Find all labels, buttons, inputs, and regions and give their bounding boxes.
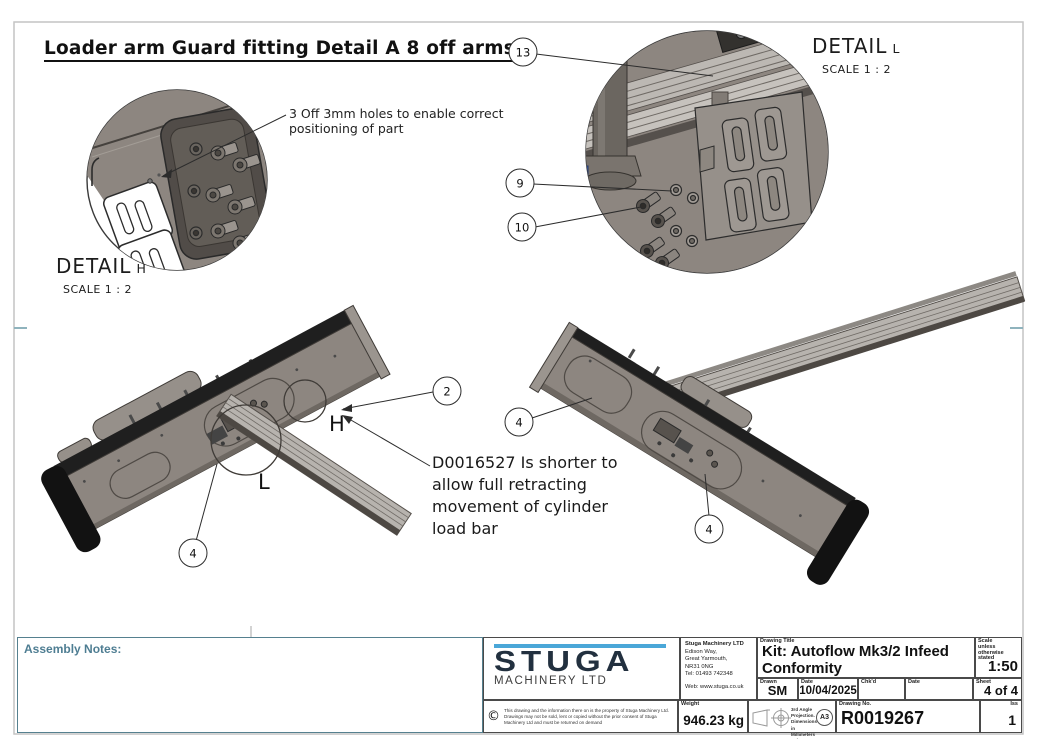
leader-line-holes bbox=[162, 114, 287, 177]
address-line: NR31 0NG bbox=[685, 663, 714, 670]
drawing-no-value: R0019267 bbox=[841, 708, 925, 728]
drawing-title-cell: Drawing Title Kit: Autoflow Mk3/2 Infeed… bbox=[757, 637, 975, 678]
balloon-13: 13 bbox=[508, 37, 538, 67]
drawing-title-label: Drawing Title bbox=[760, 638, 795, 644]
weight-value: 946.23 kg bbox=[683, 713, 744, 728]
detail-l-scale: SCALE 1 : 2 bbox=[822, 63, 891, 76]
detail-l-word: DETAIL bbox=[812, 34, 888, 58]
detail-h-label: DETAIL H bbox=[56, 254, 146, 278]
scale-cell: Scale unless otherwise stated 1:50 bbox=[975, 637, 1022, 678]
shorter-note-line1: D0016527 Is shorter to bbox=[432, 453, 618, 472]
detail-l-marker-circle bbox=[210, 404, 282, 476]
date2-label: Date bbox=[908, 679, 920, 685]
shorter-note-line2: allow full retracting bbox=[432, 475, 587, 494]
company-name: Stuga Machinery LTD bbox=[685, 641, 744, 647]
assembly-notes-label: Assembly Notes: bbox=[24, 642, 122, 656]
leader-line-2 bbox=[342, 391, 434, 410]
date-label: Date bbox=[801, 679, 813, 685]
address-cell: Stuga Machinery LTD Edison Way, Great Ya… bbox=[680, 637, 757, 700]
drawing-no-label: Drawing No. bbox=[839, 701, 872, 707]
drawn-cell: Drawn SM bbox=[757, 678, 798, 700]
balloon-4-right-lower: 4 bbox=[694, 514, 724, 544]
stuga-logo-subtitle: MACHINERY LTD bbox=[494, 675, 608, 687]
projection-note: 3rd Angle Projection. Dimensions in Mill… bbox=[791, 707, 818, 739]
right-arm-view bbox=[528, 271, 1026, 585]
detail-h-letter: H bbox=[136, 261, 146, 276]
projection-cell: 3rd Angle Projection. Dimensions in Mill… bbox=[748, 700, 836, 739]
detail-h-scale: SCALE 1 : 2 bbox=[63, 283, 132, 296]
balloon-9: 9 bbox=[505, 168, 535, 198]
date-value: 10/04/2025 bbox=[799, 685, 857, 697]
leader-line-13 bbox=[535, 53, 714, 77]
address-line: Edison Way, bbox=[685, 648, 717, 655]
leader-line-10 bbox=[534, 206, 642, 228]
balloon-4-left: 4 bbox=[178, 538, 208, 568]
sheet-cell: Sheet 4 of 4 bbox=[973, 678, 1022, 700]
leader-line-9 bbox=[532, 183, 673, 192]
leader-line-4-left bbox=[195, 463, 218, 542]
detail-h-marker-circle bbox=[283, 379, 327, 423]
iss-cell: Iss 1 bbox=[980, 700, 1022, 733]
leader-line-4-right-upper bbox=[531, 397, 593, 419]
sheet-value: 4 of 4 bbox=[984, 683, 1018, 698]
sheet-label: Sheet bbox=[976, 679, 991, 685]
drawn-value: SM bbox=[767, 683, 788, 698]
date-cell: Date 10/04/2025 bbox=[798, 678, 858, 700]
logo-cell: STUGA MACHINERY LTD bbox=[483, 637, 680, 700]
balloon-2: 2 bbox=[432, 376, 462, 406]
view-marker-l: L bbox=[258, 470, 270, 494]
detail-l-view bbox=[532, 30, 829, 274]
drawing-main-title: Loader arm Guard fitting Detail A 8 off … bbox=[44, 38, 515, 62]
holes-annotation-line1: 3 Off 3mm holes to enable correct bbox=[289, 106, 504, 121]
detail-l-label: DETAIL L bbox=[812, 34, 900, 58]
shorter-note-line4: load bar bbox=[432, 519, 498, 538]
drawn-label: Drawn bbox=[760, 679, 777, 685]
shorter-part-note: D0016527 Is shorter to allow full retrac… bbox=[432, 452, 618, 540]
drawing-title-value: Kit: Autoflow Mk3/2 Infeed Conformity bbox=[762, 643, 949, 677]
extrusion-rail-left bbox=[216, 393, 412, 536]
address-phone: Tel: 01493 742348 bbox=[685, 671, 733, 678]
address-line: Great Yarmouth, bbox=[685, 656, 728, 663]
detail-h-word: DETAIL bbox=[56, 254, 132, 278]
chkd-cell: Chk'd bbox=[858, 678, 905, 700]
copyright-cell: © This drawing and the information there… bbox=[483, 700, 678, 733]
balloon-4-right-upper: 4 bbox=[504, 407, 534, 437]
chkd-label: Chk'd bbox=[861, 679, 877, 685]
iss-value: 1 bbox=[1008, 712, 1016, 728]
detail-l-letter: L bbox=[892, 41, 900, 56]
copyright-symbol: © bbox=[487, 709, 500, 724]
stuga-logo-bar bbox=[494, 644, 666, 648]
scale-label: Scale unless otherwise stated bbox=[978, 638, 1004, 662]
holes-annotation: 3 Off 3mm holes to enable correct positi… bbox=[289, 106, 503, 136]
holes-annotation-line2: positioning of part bbox=[289, 121, 404, 136]
leader-line-note bbox=[343, 415, 431, 467]
stuga-logo: STUGA bbox=[494, 644, 635, 678]
iss-label: Iss bbox=[1010, 701, 1018, 707]
leader-line-4-right-lower bbox=[704, 473, 710, 517]
third-angle-projection-icon bbox=[752, 708, 791, 728]
balloon-10: 10 bbox=[507, 212, 537, 242]
sheet-border bbox=[13, 21, 1024, 735]
extrusion-rail-right bbox=[616, 271, 1026, 428]
scale-value: 1:50 bbox=[987, 658, 1018, 675]
weight-label: Weight bbox=[681, 701, 700, 707]
drawing-no-cell: Drawing No. R0019267 bbox=[836, 700, 980, 733]
view-marker-h: H bbox=[329, 412, 345, 436]
address-web: Web: www.stuga.co.uk bbox=[685, 683, 744, 690]
assembly-notes-box: Assembly Notes: bbox=[17, 637, 483, 733]
shorter-note-line3: movement of cylinder bbox=[432, 497, 608, 516]
left-arm-view bbox=[41, 304, 434, 553]
date2-cell: Date bbox=[905, 678, 973, 700]
detail-h-view bbox=[86, 89, 287, 271]
copyright-text: This drawing and the information there o… bbox=[504, 708, 669, 726]
paper-size-badge: A3 bbox=[816, 709, 833, 726]
weight-cell: Weight 946.23 kg bbox=[678, 700, 748, 733]
